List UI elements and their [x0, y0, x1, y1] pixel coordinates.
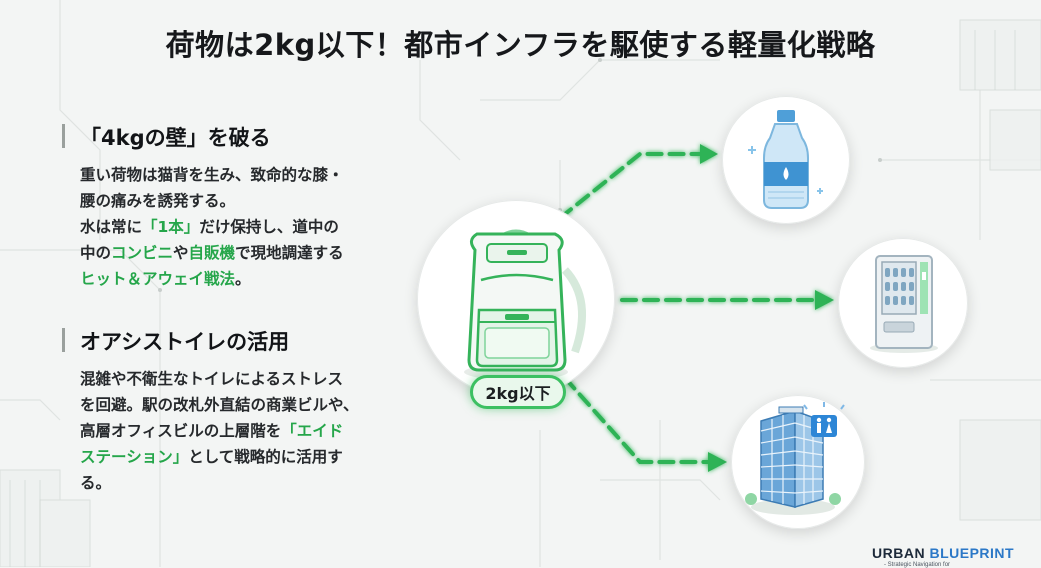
highlight-text: 「1本」: [142, 218, 200, 236]
body-line: 高層オフィスビルの上層階を「エイド: [80, 418, 410, 444]
arrow-to-water: [558, 152, 702, 220]
vending-machine-icon: [870, 255, 938, 353]
logo-part1: URBAN: [872, 545, 930, 561]
body-line: る。: [80, 474, 112, 492]
section-heading: 「4kgの壁」を破る: [80, 126, 271, 150]
vending-machine-circle: [838, 238, 968, 368]
arrowhead: [700, 144, 718, 164]
office-building-circle: [731, 395, 865, 529]
page-title: 荷物は2kg以下！都市インフラを駆使する軽量化戦略: [165, 28, 876, 62]
text-run: で現地調達する: [235, 244, 344, 262]
body-line: 中のコンビニや自販機で現地調達する: [80, 240, 410, 266]
body-line: ステーション」として戦略的に活用す: [80, 444, 410, 470]
text-run: として戦略的に活用す: [188, 448, 343, 466]
text-run: だけ保持し、道中の: [199, 218, 339, 236]
body-line: を回避。駅の改札外直結の商業ビルや、: [80, 396, 359, 414]
brand-logo: URBAN BLUEPRINT: [872, 545, 1014, 561]
section-accent-bar: [62, 328, 65, 352]
section-oasis-toilet: オアシストイレの活用 混雑や不衛生なトイレによるストレス を回避。駅の改札外直結…: [62, 326, 410, 496]
restroom-sign-icon: [803, 402, 845, 437]
section-4kg-wall: 「4kgの壁」を破る 重い荷物は猫背を生み、致命的な膝・ 腰の痛みを誘発する。 …: [62, 122, 410, 292]
text-run: 中の: [80, 244, 112, 262]
backpack-circle: [417, 200, 615, 398]
arrowhead: [708, 452, 727, 472]
weight-badge: 2kg以下: [470, 375, 566, 409]
text-run: 高層オフィスビルの上層階を: [80, 422, 282, 440]
section-body: 重い荷物は猫背を生み、致命的な膝・ 腰の痛みを誘発する。 水は常に「1本」だけ保…: [80, 162, 410, 292]
body-line: 混雑や不衛生なトイレによるストレス: [80, 370, 344, 388]
body-line: 重い荷物は猫背を生み、致命的な膝・: [80, 166, 344, 184]
text-run: 水は常に: [80, 218, 143, 236]
logo-part2: BLUEPRINT: [929, 545, 1015, 561]
section-accent-bar: [62, 124, 65, 148]
arrowhead: [815, 290, 834, 310]
backpack-icon: [464, 229, 587, 380]
text-run: 。: [235, 270, 251, 288]
highlight-text: 自販機: [188, 244, 236, 262]
text-run: や: [173, 244, 189, 262]
body-line: 水は常に「1本」だけ保持し、道中の: [80, 214, 410, 240]
body-line: ヒット＆アウェイ戦法。: [80, 266, 410, 292]
section-body: 混雑や不衛生なトイレによるストレス を回避。駅の改札外直結の商業ビルや、 高層オ…: [80, 366, 410, 496]
water-bottle-circle: [722, 96, 850, 224]
highlight-text: ステーション」: [80, 448, 189, 466]
body-line: 腰の痛みを誘発する。: [80, 192, 236, 210]
logo-tagline: - Strategic Navigation for: [884, 562, 951, 568]
section-heading: オアシストイレの活用: [80, 330, 290, 354]
highlight-text: ヒット＆アウェイ戦法: [80, 270, 236, 288]
arrow-to-building: [563, 376, 710, 464]
highlight-text: コンビニ: [111, 244, 174, 262]
water-bottle-icon: [748, 110, 823, 209]
highlight-text: 「エイド: [281, 422, 344, 440]
